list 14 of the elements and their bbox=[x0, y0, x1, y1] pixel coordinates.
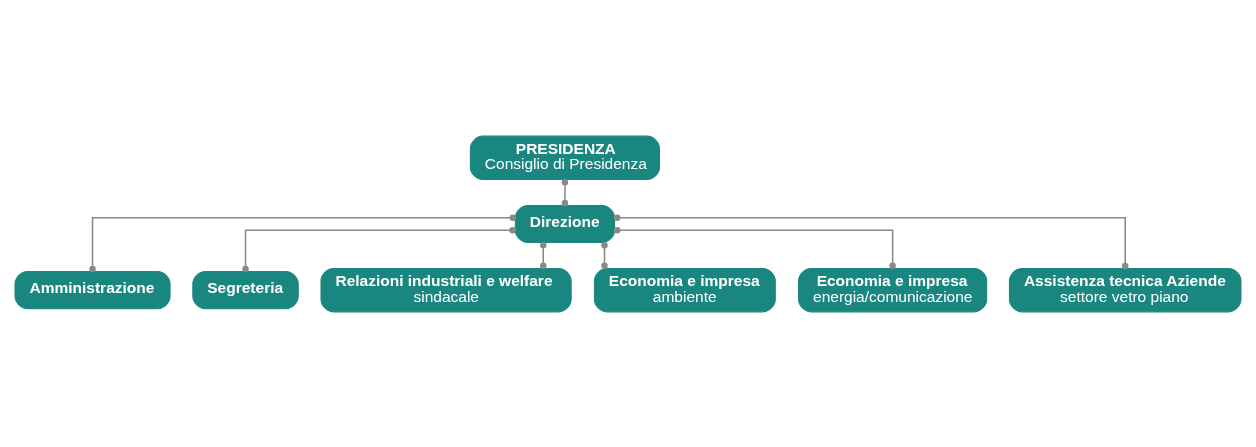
node-box: Amministrazione bbox=[14, 270, 171, 309]
connector bbox=[613, 214, 1129, 269]
node-box: Segreteria bbox=[192, 270, 299, 309]
node-box: Economia e impresa ambiente bbox=[593, 267, 776, 312]
node-box: Assistenza tecnica Aziende settore vetro piano bbox=[1008, 267, 1242, 312]
connector bbox=[613, 226, 896, 269]
node-box: PRESIDENZA Consiglio di Presidenza bbox=[469, 135, 661, 180]
node-box: Relazioni industriali e welfare sindacale bbox=[320, 267, 572, 312]
connector bbox=[540, 241, 547, 269]
connector bbox=[242, 226, 516, 272]
connector bbox=[561, 178, 569, 206]
connector bbox=[89, 214, 517, 272]
node-box: Direzione bbox=[514, 204, 616, 243]
node-box: Economia e impresa energia/comunicazione bbox=[798, 267, 988, 312]
